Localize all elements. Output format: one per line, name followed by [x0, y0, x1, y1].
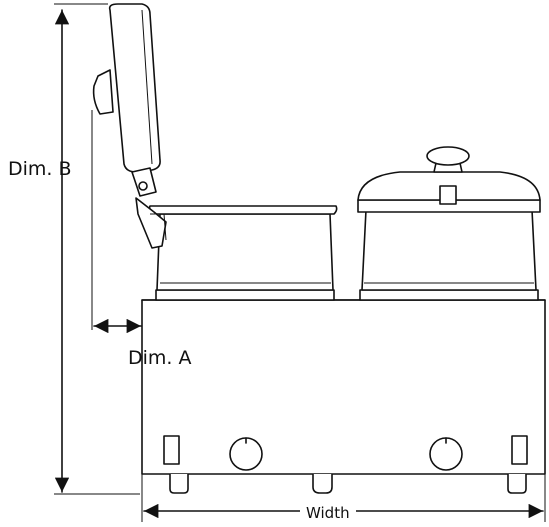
dim-b-dimension-line	[54, 3, 140, 495]
dim-a-label: Dim. A	[128, 347, 192, 369]
right-pot	[357, 146, 541, 291]
left-pot	[148, 205, 338, 291]
base-cabinet	[141, 299, 546, 475]
control-panel	[163, 435, 528, 471]
left-well-collar	[155, 289, 335, 301]
dim-b-label: Dim. B	[8, 158, 72, 180]
left-indicator-light	[163, 435, 180, 465]
right-indicator-light	[511, 435, 528, 465]
dim-a-dimension-line	[91, 110, 142, 334]
width-label: Width	[300, 506, 356, 521]
left-pot-lid-open	[92, 3, 167, 249]
lid-handle	[92, 69, 114, 115]
lid-knob	[426, 146, 470, 166]
right-well-collar	[359, 289, 539, 301]
lid-ladle-notch	[439, 185, 457, 205]
lid-hinge-bracket	[135, 197, 167, 249]
cabinet-feet	[169, 474, 527, 494]
